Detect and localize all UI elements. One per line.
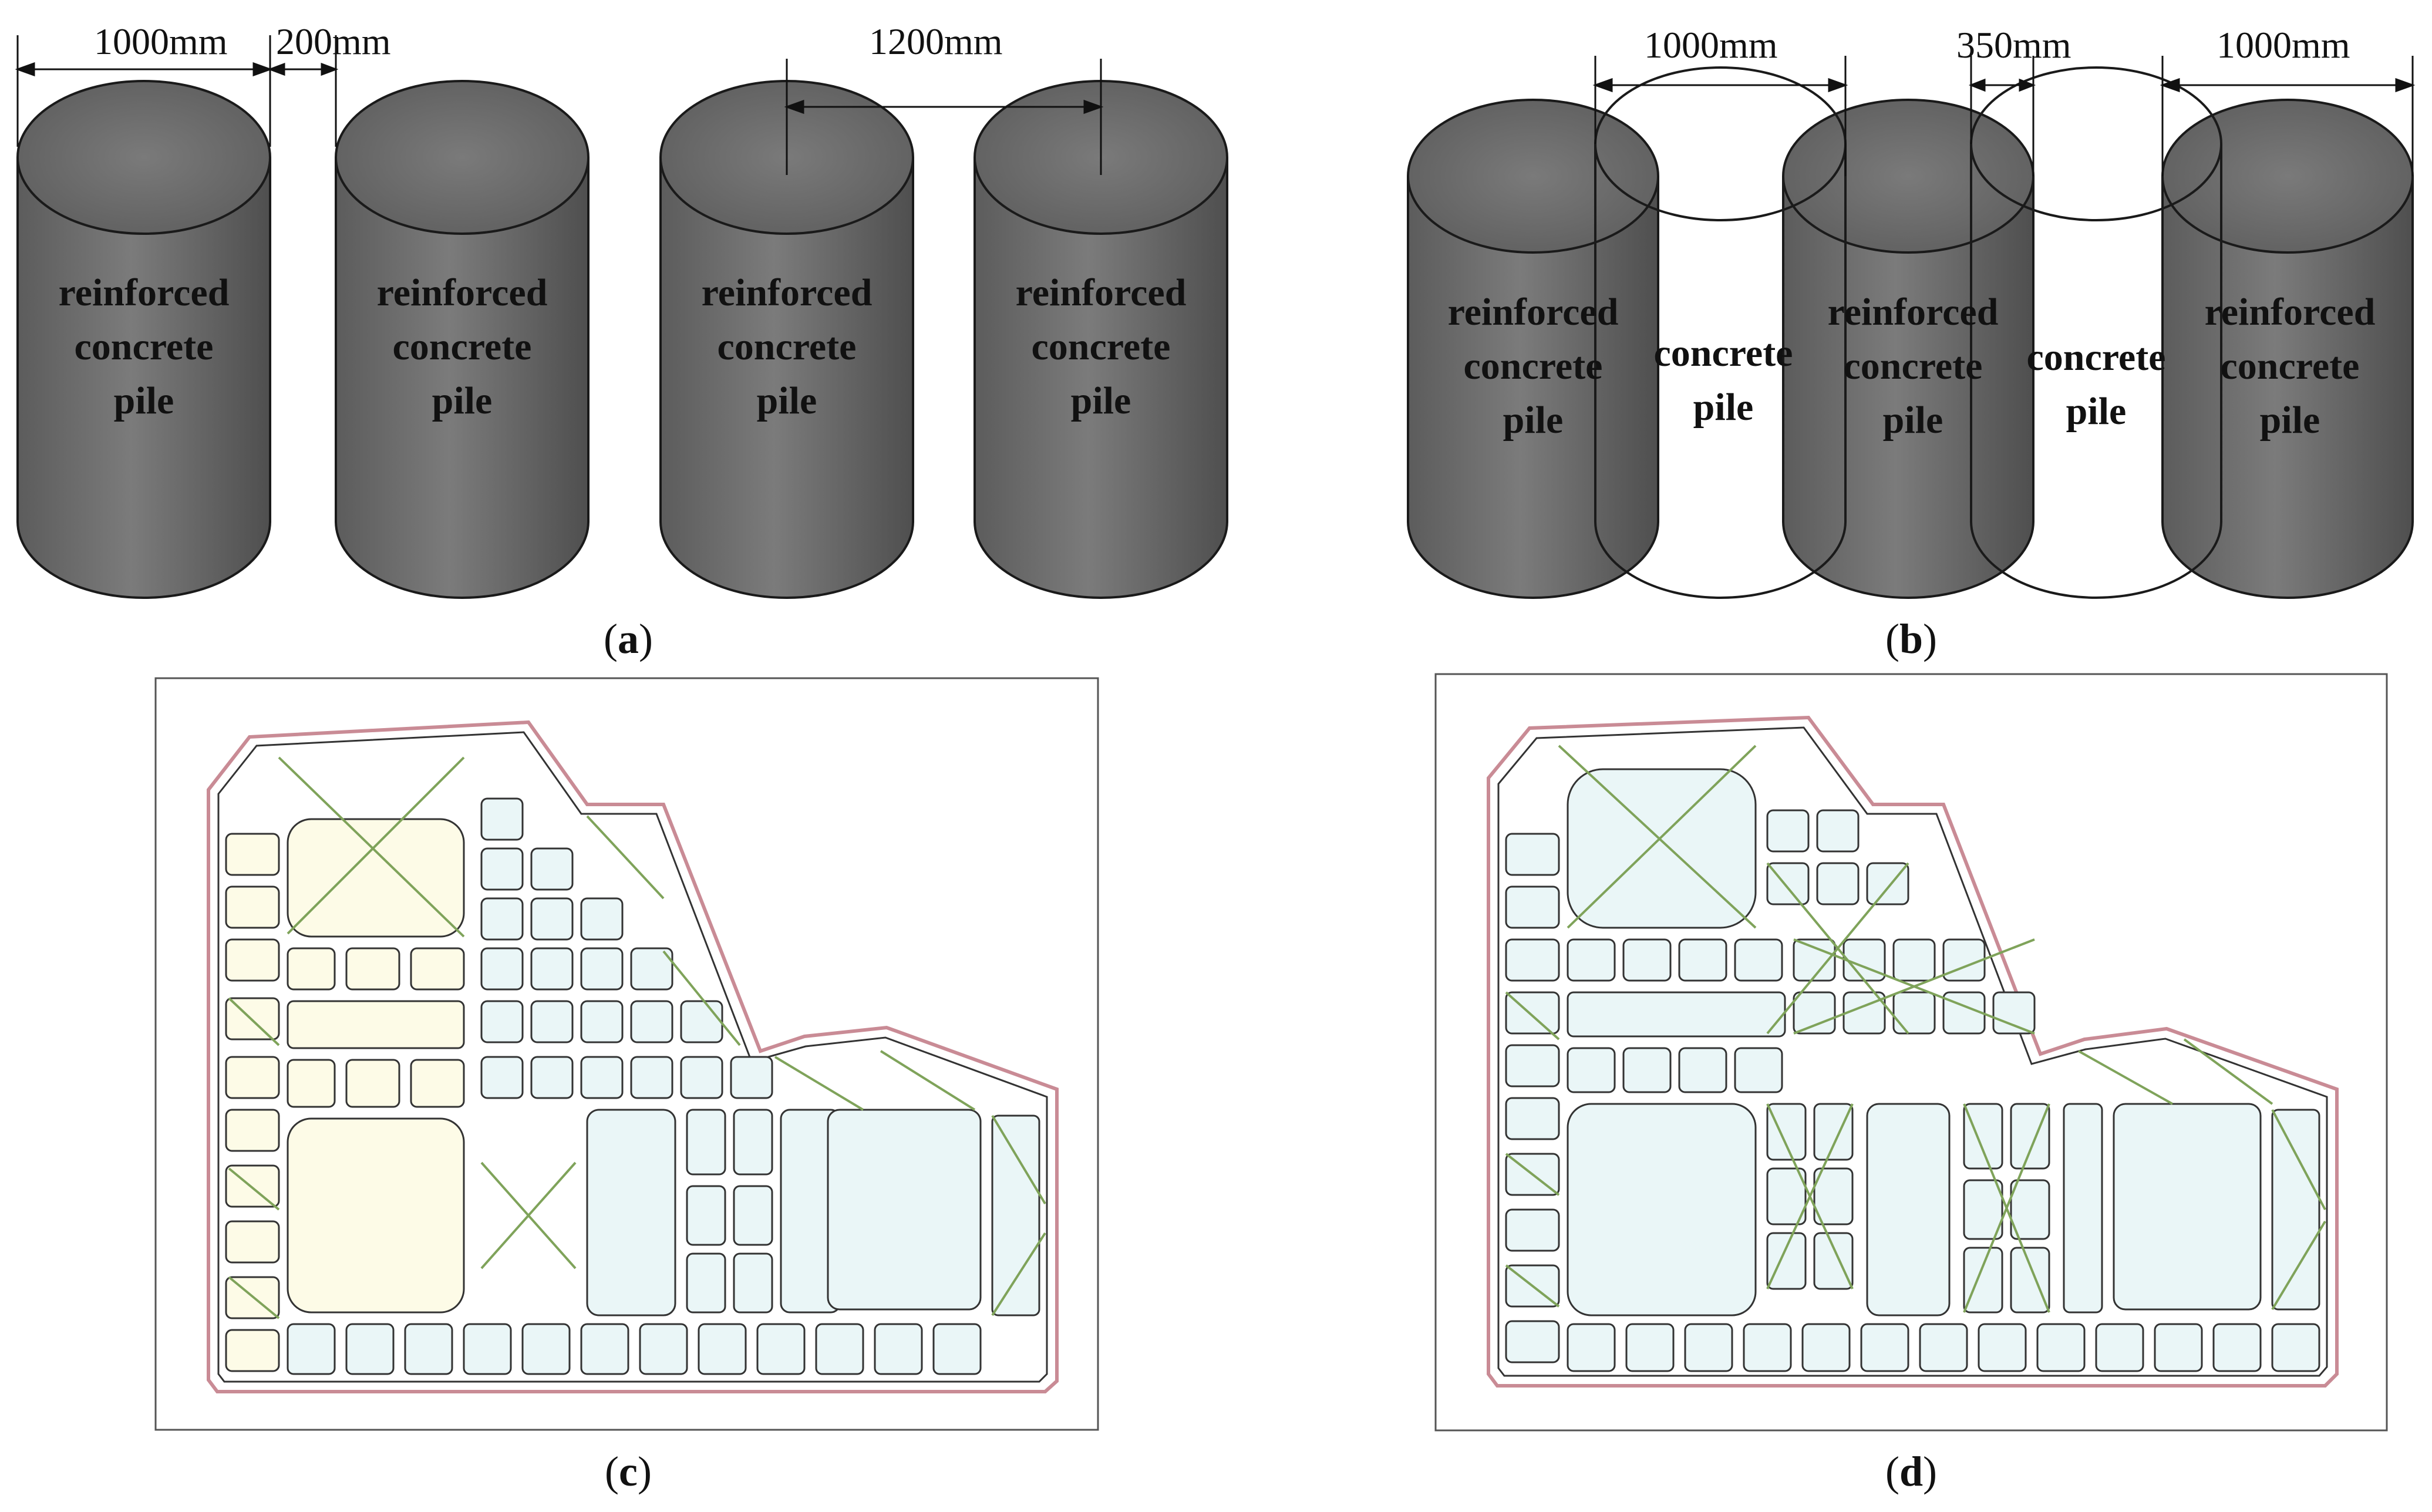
svg-text:concrete: concrete xyxy=(718,325,857,368)
svg-text:reinforced: reinforced xyxy=(59,271,230,314)
pile-b-reinforced-3 xyxy=(2161,99,2414,599)
reinforced-line3: pile xyxy=(1883,399,1943,442)
dimension-b-left xyxy=(1592,56,1848,176)
svg-text:concrete: concrete xyxy=(1464,345,1603,388)
svg-text:concrete: concrete xyxy=(1844,345,1983,388)
strut-lattice-c xyxy=(225,818,465,1372)
reinforced-line2: concrete xyxy=(1844,345,1983,388)
dim-label-center-spacing: 1200mm xyxy=(869,21,1003,62)
pile-label-line1: reinforced xyxy=(377,271,548,314)
svg-text:pile: pile xyxy=(1071,379,1131,422)
reinforced-line1: reinforced xyxy=(1828,291,1999,334)
svg-text:reinforced: reinforced xyxy=(1448,291,1619,334)
svg-text:pile: pile xyxy=(1883,399,1943,442)
pile-label-line3: pile xyxy=(432,379,493,422)
dim-label-b-overlap: 350mm xyxy=(1956,24,2071,66)
dim-label-b-right: 1000mm xyxy=(2217,24,2350,66)
reinforced-line1: reinforced xyxy=(1448,291,1619,334)
svg-text:reinforced: reinforced xyxy=(702,271,873,314)
pile-label-line3: pile xyxy=(114,379,174,422)
svg-text:pile: pile xyxy=(1693,386,1754,429)
plain-line2: pile xyxy=(1693,386,1754,429)
pile-a2: reinforced concrete pile xyxy=(335,80,590,599)
panel-b: reinforced concrete pile concrete pile r… xyxy=(1407,24,2416,662)
svg-text:concrete: concrete xyxy=(1032,325,1171,368)
plain-line1: concrete xyxy=(1654,332,1793,375)
dimension-gap xyxy=(267,35,339,147)
svg-text:reinforced: reinforced xyxy=(2205,291,2376,334)
dim-label-diameter: 1000mm xyxy=(94,21,228,62)
svg-text:pile: pile xyxy=(432,379,493,422)
svg-text:concrete: concrete xyxy=(75,325,214,368)
pit-boundary-c xyxy=(207,720,1059,1393)
svg-text:pile: pile xyxy=(2260,399,2320,442)
plain-line2: pile xyxy=(2066,390,2127,433)
panel-c: (c) xyxy=(154,677,1099,1495)
svg-text:pile: pile xyxy=(1503,399,1564,442)
svg-text:reinforced: reinforced xyxy=(1016,271,1187,314)
caption-c: (c) xyxy=(605,1448,652,1495)
svg-text:pile: pile xyxy=(114,379,174,422)
pile-b-plain-2 xyxy=(1970,66,2222,599)
plain-line1: concrete xyxy=(2027,336,2166,379)
reinforced-line2: concrete xyxy=(2221,345,2360,388)
reinforced-line3: pile xyxy=(1503,399,1564,442)
svg-text:concrete: concrete xyxy=(393,325,532,368)
caption-d: (d) xyxy=(1885,1448,1937,1495)
pile-label-line1: reinforced xyxy=(1016,271,1187,314)
pile-label-line1: reinforced xyxy=(59,271,230,314)
svg-text:reinforced: reinforced xyxy=(377,271,548,314)
pile-label-line3: pile xyxy=(1071,379,1131,422)
panel-a: reinforced concrete pile reinforced conc… xyxy=(15,21,1228,662)
svg-text:reinforced: reinforced xyxy=(1828,291,1999,334)
pile-label-line2: concrete xyxy=(393,325,532,368)
dimension-b-right xyxy=(2160,56,2416,176)
pile-label-line1: reinforced xyxy=(702,271,873,314)
pile-label-line2: concrete xyxy=(718,325,857,368)
caption-a: (a) xyxy=(604,615,653,662)
reinforced-line2: concrete xyxy=(1464,345,1603,388)
pit-boundary-d xyxy=(1487,715,2339,1388)
dimension-diameter xyxy=(15,35,273,147)
dim-label-gap: 200mm xyxy=(276,21,391,62)
reinforced-line3: pile xyxy=(2260,399,2320,442)
pile-label-line3: pile xyxy=(757,379,817,422)
pile-label-line2: concrete xyxy=(1032,325,1171,368)
panel-d: (d) xyxy=(1434,673,2388,1495)
svg-text:concrete: concrete xyxy=(2027,336,2166,379)
pile-label-line2: concrete xyxy=(75,325,214,368)
reinforced-line1: reinforced xyxy=(2205,291,2376,334)
svg-text:concrete: concrete xyxy=(2221,345,2360,388)
caption-b: (b) xyxy=(1885,615,1937,662)
dimension-center-spacing xyxy=(784,59,1104,175)
dim-label-b-left: 1000mm xyxy=(1644,24,1778,66)
dimension-b-overlap xyxy=(1968,56,2036,176)
svg-text:pile: pile xyxy=(757,379,817,422)
pile-a1: reinforced concrete pile xyxy=(16,80,271,599)
strut-lattice-d xyxy=(1505,768,2320,1372)
svg-text:pile: pile xyxy=(2066,390,2127,433)
svg-text:concrete: concrete xyxy=(1654,332,1793,375)
